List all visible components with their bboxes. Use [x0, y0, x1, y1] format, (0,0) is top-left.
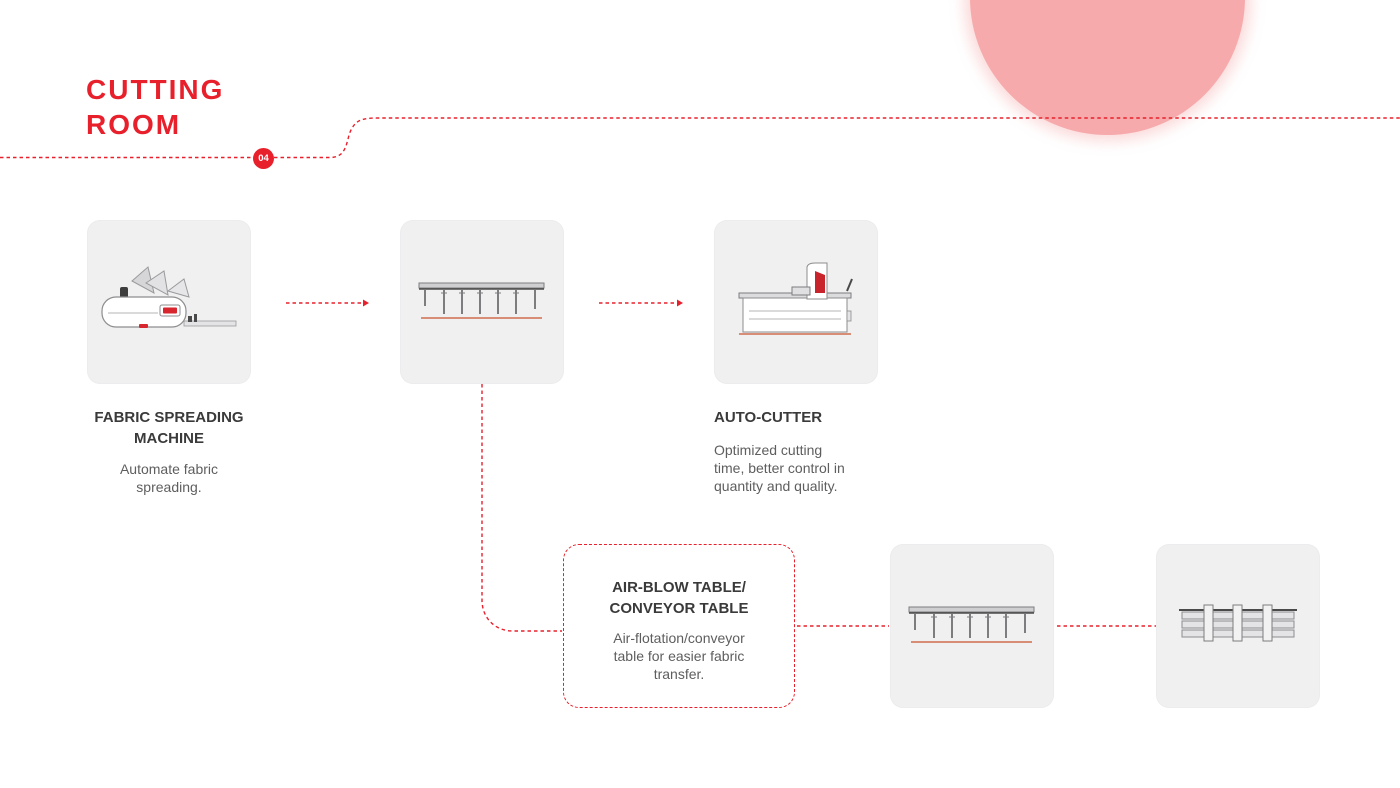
section-title-line-1: CUTTING	[86, 74, 225, 105]
fabric-spreading-machine-description: Automate fabric spreading.	[86, 460, 252, 496]
conveyor-table-icon	[908, 606, 1035, 643]
fabric-spreading-machine-desc-line-2: spreading.	[136, 479, 202, 495]
air-blow-table-desc-line-3: transfer.	[653, 666, 705, 682]
auto-cutter-desc-line-3: quantity and quality.	[714, 478, 838, 494]
fabric-storage-rack-icon	[1179, 604, 1297, 642]
section-title-line-2: ROOM	[86, 109, 182, 140]
fabric-spreading-machine-card[interactable]	[88, 221, 250, 383]
spreading-table-icon	[418, 282, 545, 319]
air-blow-table-desc-line-2: table for easier fabric	[613, 648, 745, 664]
air-blow-table-description: Air-flotation/conveyor table for easier …	[563, 629, 795, 683]
fabric-spreading-machine-desc-line-1: Automate fabric	[119, 461, 219, 477]
fabric-spreading-machine-title: FABRIC SPREADING MACHINE	[86, 407, 252, 449]
header-rule	[0, 117, 1400, 159]
spreading-table-card[interactable]	[401, 221, 563, 383]
auto-cutter-desc-line-2: time, better control in	[714, 460, 845, 476]
auto-cutter-title: AUTO-CUTTER	[714, 409, 823, 426]
air-blow-table-title-line-1: AIR-BLOW TABLE/	[612, 579, 746, 596]
air-blow-table-box[interactable]	[563, 544, 795, 708]
conveyor-table-card[interactable]	[891, 545, 1053, 707]
air-blow-table-title-line-2: CONVEYOR TABLE	[609, 600, 749, 617]
fabric-spreading-machine-title-line-2: MACHINE	[134, 430, 204, 447]
auto-cutter-desc-line-1: Optimized cutting	[714, 442, 823, 458]
step-number-badge: 04	[253, 148, 274, 169]
section-title: CUTTING ROOM	[86, 72, 224, 142]
fabric-spreading-machine-icon	[101, 266, 237, 328]
auto-cutter-card[interactable]	[715, 221, 877, 383]
arrowhead-2	[677, 299, 683, 307]
air-blow-table-title: AIR-BLOW TABLE/ CONVEYOR TABLE	[563, 577, 795, 619]
air-blow-table-desc-line-1: Air-flotation/conveyor	[613, 630, 745, 646]
auto-cutter-icon	[738, 262, 853, 335]
fabric-spreading-machine-title-line-1: FABRIC SPREADING	[94, 409, 244, 426]
auto-cutter-description: Optimized cutting time, better control i…	[714, 441, 894, 495]
arrowhead-1	[363, 299, 369, 307]
fabric-storage-rack-card[interactable]	[1157, 545, 1319, 707]
branch-table-to-airblow	[481, 384, 562, 632]
